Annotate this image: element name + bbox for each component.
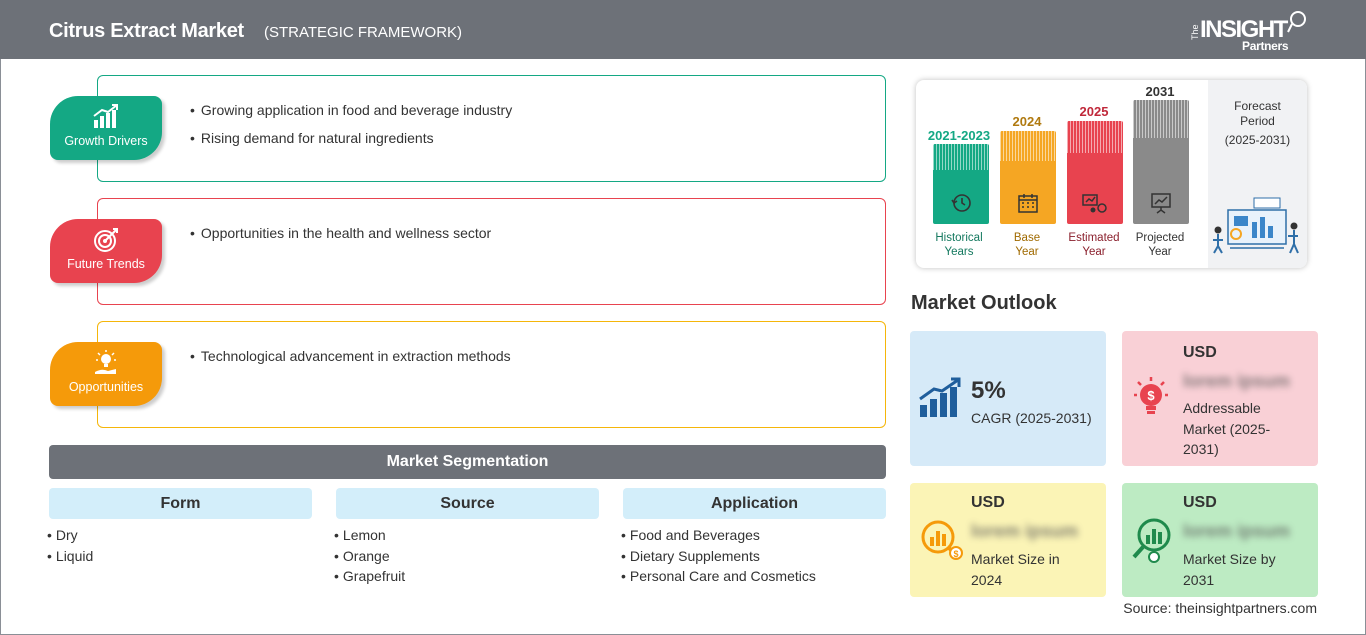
timeline-year-base: 2024 xyxy=(1012,114,1042,129)
page-title: Citrus Extract Market xyxy=(49,20,244,42)
logo-insight: INSIGHT xyxy=(1200,16,1288,43)
target-icon xyxy=(94,228,118,252)
segment-header-form: Form xyxy=(49,488,312,519)
future-trends-card: Opportunities in the health and wellness… xyxy=(97,198,886,305)
badge-label: Future Trends xyxy=(67,257,145,271)
addressable-currency: USD xyxy=(1183,344,1217,361)
timeline-bar-historical xyxy=(933,144,989,224)
timeline-year-historical: 2021-2023 xyxy=(927,128,991,143)
list-item: Technological advancement in extraction … xyxy=(190,342,511,370)
money-bulb-icon: $ xyxy=(1134,377,1168,414)
list-item: Dry xyxy=(47,525,93,546)
list-item: Rising demand for natural ingredients xyxy=(190,124,512,152)
list-item: Food and Beverages xyxy=(621,525,816,546)
addressable-value-blurred: lorem ipsum xyxy=(1183,371,1291,391)
segment-list-application: Food and Beverages Dietary Supplements P… xyxy=(621,525,816,587)
opportunities-list: Technological advancement in extraction … xyxy=(190,342,511,370)
size-2024-currency: USD xyxy=(971,494,1005,511)
market-size-search-icon: $ xyxy=(921,520,963,560)
list-item: Lemon xyxy=(334,525,405,546)
svg-text:$: $ xyxy=(953,549,958,559)
cagr-label: CAGR (2025-2031) xyxy=(971,410,1092,426)
analytics-illustration-icon xyxy=(1213,197,1299,254)
segment-header-application: Application xyxy=(623,488,886,519)
list-item: Opportunities in the health and wellness… xyxy=(190,219,491,247)
page-subtitle: (STRATEGIC FRAMEWORK) xyxy=(264,24,463,41)
cagr-growth-icon xyxy=(919,377,961,417)
calendar-icon xyxy=(1018,194,1038,213)
size-2024-value-blurred: lorem ipsum xyxy=(971,521,1079,541)
list-item: Personal Care and Cosmetics xyxy=(621,566,816,587)
growth-drivers-card: Growing application in food and beverage… xyxy=(97,75,886,182)
future-trends-list: Opportunities in the health and wellness… xyxy=(190,219,491,247)
badge-label: Opportunities xyxy=(68,380,144,394)
logo-swoosh-icon xyxy=(1287,11,1306,33)
source-credit: Source: theinsightpartners.com xyxy=(1123,600,1317,616)
timeline-bar-base xyxy=(1000,131,1056,224)
insight-partners-logo: The INSIGHT Partners xyxy=(1190,10,1310,54)
growth-drivers-list: Growing application in food and beverage… xyxy=(190,96,512,152)
future-trends-badge: Future Trends xyxy=(50,219,162,283)
timeline-year-estimated: 2025 xyxy=(1079,104,1109,119)
market-outlook-title: Market Outlook xyxy=(911,292,1057,314)
opportunities-badge: Opportunities xyxy=(50,342,162,406)
presentation-chart-icon xyxy=(1151,193,1171,214)
svg-text:$: $ xyxy=(1147,388,1155,403)
segmentation-title: Market Segmentation xyxy=(49,445,886,479)
size-2031-currency: USD xyxy=(1183,494,1217,511)
timeline-bar-projected xyxy=(1133,100,1189,224)
list-item: Grapefruit xyxy=(334,566,405,587)
history-clock-icon xyxy=(951,194,971,212)
segment-list-form: Dry Liquid xyxy=(47,525,93,566)
growth-chart-icon xyxy=(93,104,118,128)
list-item: Growing application in food and beverage… xyxy=(190,96,512,124)
timeline-year-projected: 2031 xyxy=(1145,84,1175,99)
list-item: Liquid xyxy=(47,546,93,567)
opportunities-card: Technological advancement in extraction … xyxy=(97,321,886,428)
badge-label: Growth Drivers xyxy=(64,134,148,148)
list-item: Dietary Supplements xyxy=(621,546,816,567)
timeline-bar-estimated xyxy=(1067,121,1123,224)
estimate-gears-icon xyxy=(1082,194,1107,213)
lightbulb-hand-icon xyxy=(95,350,116,374)
logo-partners: Partners xyxy=(1242,39,1289,53)
cagr-value: 5% xyxy=(971,377,1006,404)
market-size-forecast-icon xyxy=(1132,518,1171,563)
page-header: Citrus Extract Market (STRATEGIC FRAMEWO… xyxy=(0,0,1366,59)
segment-list-source: Lemon Orange Grapefruit xyxy=(334,525,405,587)
logo-the: The xyxy=(1190,24,1200,40)
cagr-box: 5% CAGR (2025-2031) xyxy=(910,331,1106,466)
segment-header-source: Source xyxy=(336,488,599,519)
size-2031-value-blurred: lorem ipsum xyxy=(1183,521,1291,541)
list-item: Orange xyxy=(334,546,405,567)
forecast-range: (2025-2031) xyxy=(1224,133,1291,147)
growth-drivers-badge: Growth Drivers xyxy=(50,96,162,160)
